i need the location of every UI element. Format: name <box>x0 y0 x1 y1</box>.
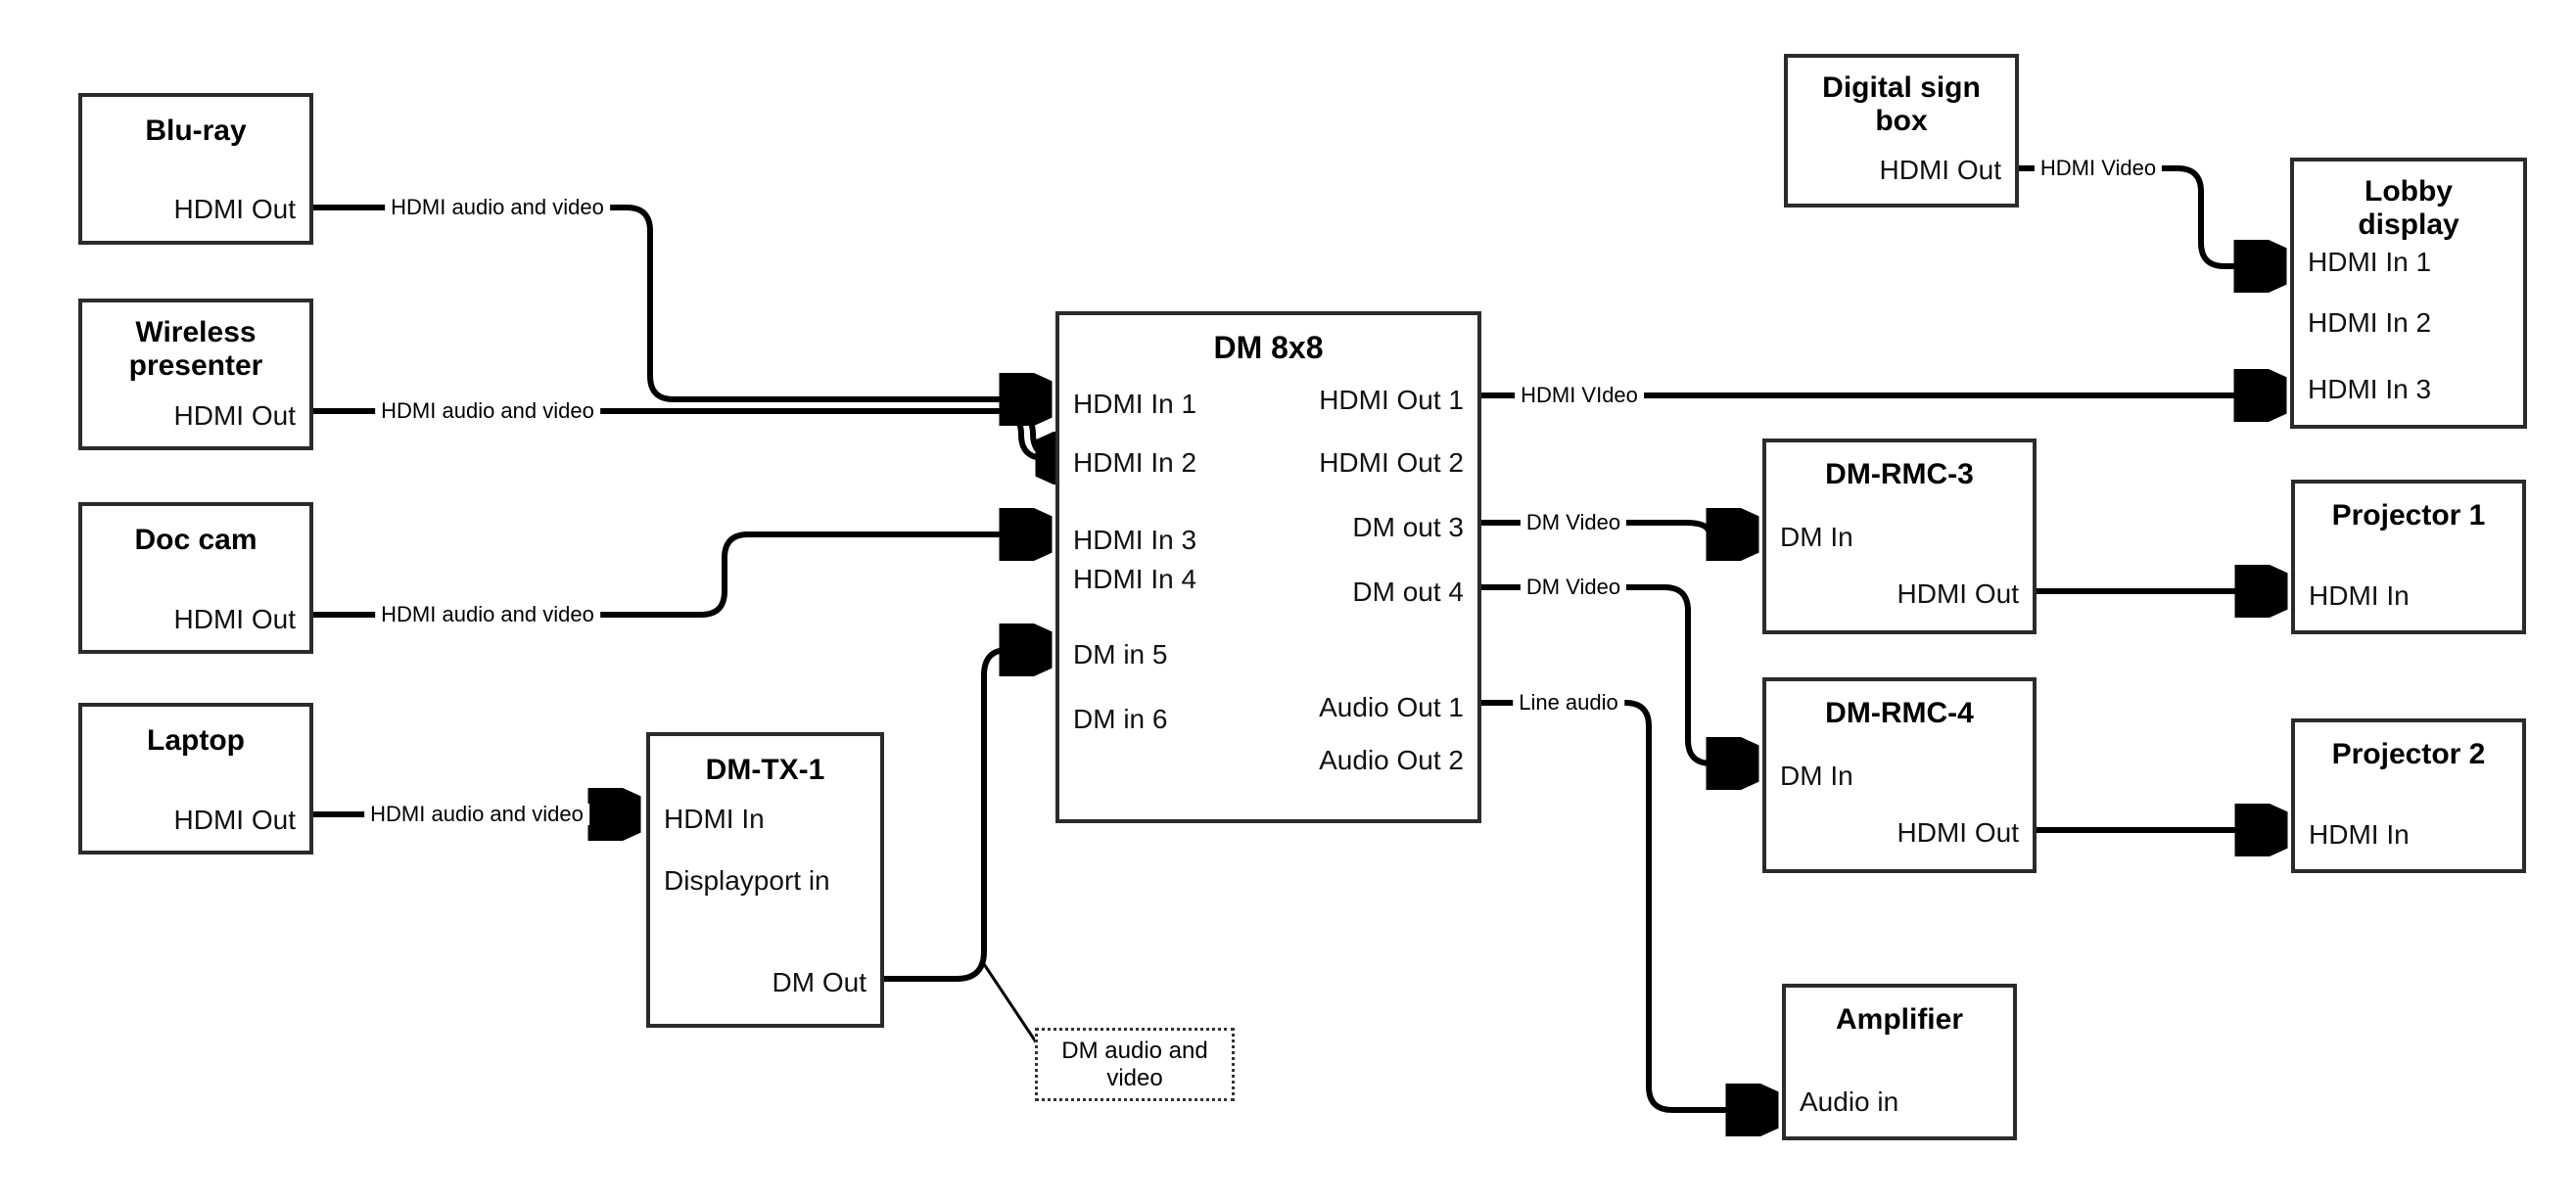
edge-label-bluray: HDMI audio and video <box>385 197 610 218</box>
edge-label-dm-video-3: DM Video <box>1520 512 1627 533</box>
node-bluray-title: Blu-ray <box>145 115 247 147</box>
node-digital-sign-box-port-hdmi-out[interactable]: HDMI Out <box>1879 155 2001 185</box>
node-lobby-display-port-hdmi-in-3[interactable]: HDMI In 3 <box>2308 374 2432 404</box>
node-bluray-port-hdmi-out[interactable]: HDMI Out <box>173 194 296 224</box>
node-dm-rmc-4-port-hdmi-out[interactable]: HDMI Out <box>1897 817 2019 848</box>
node-dm-8x8-port-hdmi-out-1[interactable]: HDMI Out 1 <box>1319 385 1464 415</box>
node-projector-1-title: Projector 1 <box>2331 499 2486 531</box>
node-projector-2-port-hdmi-in[interactable]: HDMI In <box>2309 819 2410 850</box>
node-dm-rmc-3-title: DM-RMC-3 <box>1825 458 1974 490</box>
edge-label-laptop: HDMI audio and video <box>364 804 589 825</box>
node-projector-1-port-hdmi-in[interactable]: HDMI In <box>2309 580 2410 611</box>
wire-bluray-to-dm8x8 <box>313 205 1044 399</box>
node-lobby-display-port-hdmi-in-2[interactable]: HDMI In 2 <box>2308 307 2432 338</box>
wire-dmtx1-to-dm8x8 <box>884 650 1044 982</box>
node-dm-8x8-port-hdmi-in-4[interactable]: HDMI In 4 <box>1073 564 1197 594</box>
node-doc-cam-title: Doc cam <box>134 524 258 556</box>
node-projector-2[interactable]: Projector 2 HDMI In <box>2291 718 2526 873</box>
edge-label-hdmi-video-out1: HDMI VIdeo <box>1515 385 1644 406</box>
node-dm-8x8-port-dm-out-4[interactable]: DM out 4 <box>1352 577 1464 607</box>
node-wireless-presenter-port-hdmi-out[interactable]: HDMI Out <box>173 400 296 431</box>
node-dm-8x8-port-hdmi-in-2[interactable]: HDMI In 2 <box>1073 447 1197 478</box>
node-dm-8x8-port-dm-in-5[interactable]: DM in 5 <box>1073 639 1168 670</box>
node-dm-rmc-3-port-hdmi-out[interactable]: HDMI Out <box>1897 578 2019 609</box>
node-digital-sign-box[interactable]: Digital sign box HDMI Out <box>1784 54 2019 208</box>
node-dm-rmc-3-port-dm-in[interactable]: DM In <box>1780 522 1853 552</box>
node-laptop[interactable]: Laptop HDMI Out <box>78 703 313 855</box>
edge-label-hdmi-video-signbox: HDMI Video <box>2034 158 2163 179</box>
node-doc-cam-port-hdmi-out[interactable]: HDMI Out <box>173 604 296 634</box>
edge-label-doc-cam: HDMI audio and video <box>375 604 600 625</box>
node-amplifier-port-audio-in[interactable]: Audio in <box>1800 1086 1899 1117</box>
edge-label-dm-video-4: DM Video <box>1520 577 1627 598</box>
wire-dm8x8-to-rmc4 <box>1481 584 1751 763</box>
node-dm-rmc-4[interactable]: DM-RMC-4 DM In HDMI Out <box>1762 677 2037 873</box>
node-laptop-port-hdmi-out[interactable]: HDMI Out <box>173 805 296 835</box>
node-dm-8x8-port-audio-out-2[interactable]: Audio Out 2 <box>1319 745 1464 775</box>
node-projector-2-title: Projector 2 <box>2331 738 2486 770</box>
node-lobby-display-title: Lobby display <box>2358 175 2459 241</box>
node-projector-1[interactable]: Projector 1 HDMI In <box>2291 480 2526 634</box>
node-digital-sign-box-title: Digital sign box <box>1822 71 1981 137</box>
node-dm-8x8-port-dm-out-3[interactable]: DM out 3 <box>1352 512 1464 542</box>
callout-dm-audio-and-video: DM audio and video <box>1035 1028 1235 1101</box>
wire-dm8x8-to-amplifier <box>1481 700 1770 1110</box>
edge-label-wireless-presenter: HDMI audio and video <box>375 400 600 422</box>
node-bluray[interactable]: Blu-ray HDMI Out <box>78 93 313 245</box>
node-doc-cam[interactable]: Doc cam HDMI Out <box>78 502 313 654</box>
edge-label-line-audio: Line audio <box>1513 692 1624 714</box>
node-dm-tx-1-port-hdmi-in[interactable]: HDMI In <box>664 804 765 834</box>
wire-signbox-to-lobby <box>2019 165 2278 266</box>
node-dm-tx-1-port-dm-out[interactable]: DM Out <box>772 967 866 997</box>
node-dm-8x8[interactable]: DM 8x8 HDMI In 1 HDMI In 2 HDMI In 3 HDM… <box>1055 311 1481 823</box>
node-wireless-presenter[interactable]: Wireless presenter HDMI Out <box>78 299 313 450</box>
node-dm-tx-1-port-displayport-in[interactable]: Displayport in <box>664 865 830 896</box>
node-dm-8x8-port-dm-in-6[interactable]: DM in 6 <box>1073 704 1168 734</box>
node-dm-8x8-port-hdmi-in-1[interactable]: HDMI In 1 <box>1073 389 1197 419</box>
node-dm-8x8-port-hdmi-in-3[interactable]: HDMI In 3 <box>1073 525 1197 555</box>
node-dm-8x8-port-audio-out-1[interactable]: Audio Out 1 <box>1319 692 1464 722</box>
node-laptop-title: Laptop <box>147 724 245 757</box>
callout-leader-line <box>982 963 1043 1050</box>
node-dm-rmc-4-port-dm-in[interactable]: DM In <box>1780 761 1853 791</box>
node-dm-tx-1[interactable]: DM-TX-1 HDMI In Displayport in DM Out <box>646 732 884 1028</box>
node-amplifier[interactable]: Amplifier Audio in <box>1782 984 2017 1140</box>
node-amplifier-title: Amplifier <box>1835 1003 1964 1036</box>
node-lobby-display[interactable]: Lobby display HDMI In 1 HDMI In 2 HDMI I… <box>2290 158 2527 429</box>
node-dm-rmc-3[interactable]: DM-RMC-3 DM In HDMI Out <box>1762 439 2037 634</box>
node-dm-8x8-title: DM 8x8 <box>1213 330 1324 365</box>
node-dm-rmc-4-title: DM-RMC-4 <box>1825 697 1974 729</box>
node-dm-tx-1-title: DM-TX-1 <box>705 754 825 786</box>
node-lobby-display-port-hdmi-in-1[interactable]: HDMI In 1 <box>2308 247 2432 277</box>
node-dm-8x8-port-hdmi-out-2[interactable]: HDMI Out 2 <box>1319 447 1464 478</box>
node-wireless-presenter-title: Wireless presenter <box>128 316 263 382</box>
